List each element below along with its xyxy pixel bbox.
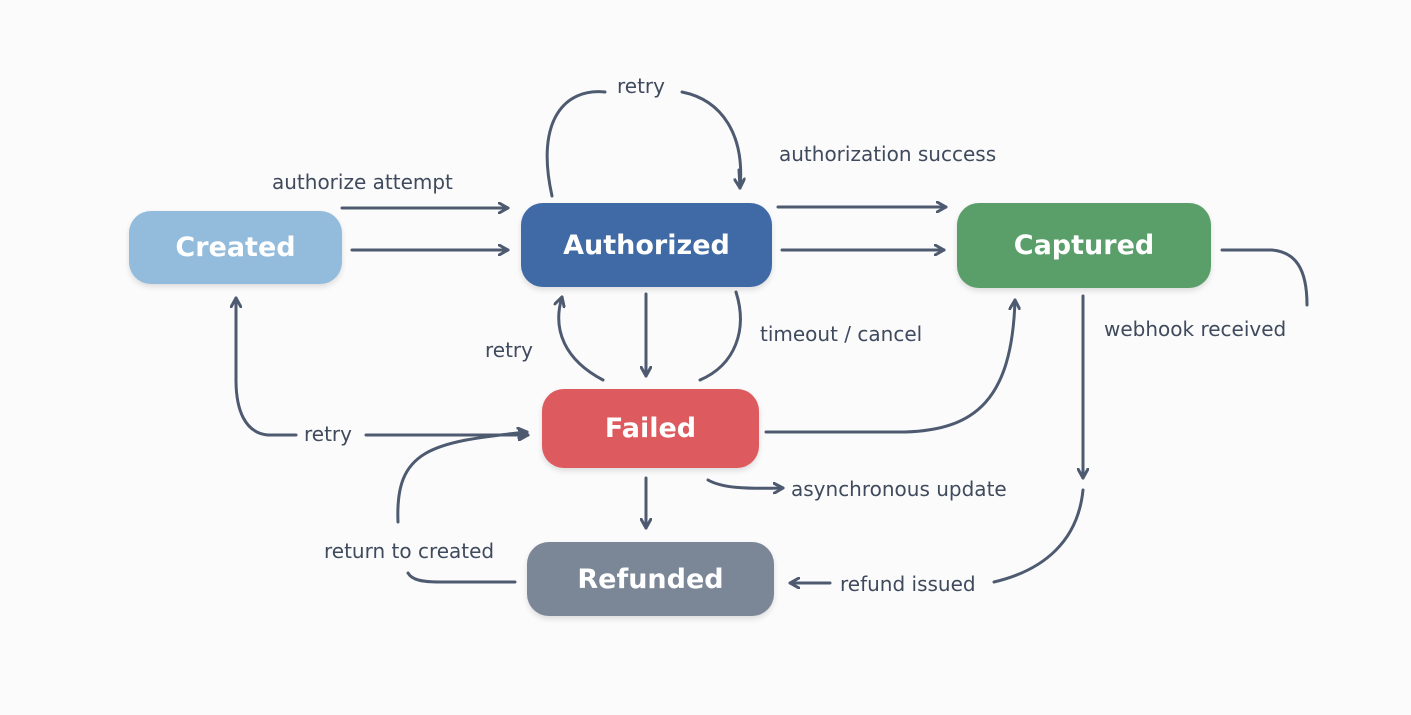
label-authorization-success: authorization success xyxy=(779,142,997,166)
arrow-webhook-received xyxy=(1220,248,1309,307)
state-refunded: Refunded xyxy=(527,542,774,616)
state-created: Created xyxy=(129,211,342,284)
label-retry-left: retry xyxy=(485,338,533,362)
label-return-to-created: return to created xyxy=(324,539,495,563)
label-retry-top: retry xyxy=(617,74,665,98)
label-timeout-cancel: timeout / cancel xyxy=(760,322,923,346)
label-refund-issued: refund issued xyxy=(840,572,976,596)
arrow-return-to-created xyxy=(396,432,529,524)
state-failed-label: Failed xyxy=(604,413,697,444)
state-refunded-label: Refunded xyxy=(577,563,724,595)
label-webhook-received: webhook received xyxy=(1104,317,1287,341)
arrow-retry-loop-top-head xyxy=(739,168,740,190)
arrow-refund-issued-curve xyxy=(992,488,1085,584)
arrow-retry-loop-top xyxy=(545,90,743,198)
state-authorized-label: Authorized xyxy=(563,229,730,261)
state-captured-label: Captured xyxy=(1013,230,1155,261)
state-authorized: Authorized xyxy=(521,203,772,287)
arrow-asynchronous-update xyxy=(706,478,785,488)
arrow-failed-to-captured xyxy=(764,298,1015,434)
arrow-timeout-cancel xyxy=(698,290,742,382)
state-captured: Captured xyxy=(957,203,1211,288)
arrow-retry-to-created xyxy=(236,296,298,437)
state-created-label: Created xyxy=(175,232,296,263)
label-retry-bottom: retry xyxy=(304,422,352,446)
label-authorize-attempt: authorize attempt xyxy=(272,170,453,194)
state-failed: Failed xyxy=(542,389,759,468)
label-asynchronous-update: asynchronous update xyxy=(791,477,1007,501)
arrow-retry-failed-to-authorized xyxy=(559,295,605,382)
arrow-return-to-created-tail xyxy=(406,571,517,584)
